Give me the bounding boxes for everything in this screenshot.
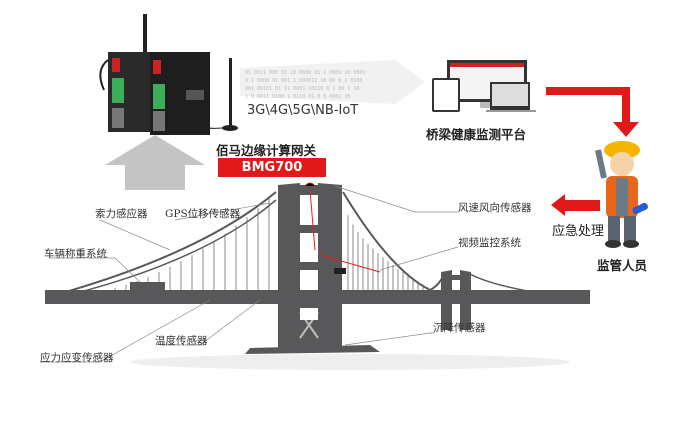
leader-lines: [40, 185, 459, 363]
svg-text:1 0 0011 0100 1 0110 01 0 0 00: 1 0 0011 0100 1 0110 01 0 0 0001 10: [245, 94, 350, 100]
camera-icon: [334, 268, 346, 274]
supervisor-person-icon: [595, 141, 648, 248]
label-strain-sensor: 应力应变传感器: [40, 352, 114, 364]
red-arrow-to-personnel: [546, 87, 639, 137]
antenna-icon: [205, 58, 238, 131]
label-settlement-sensor: 沉降传感器: [433, 322, 486, 334]
label-vehicle-weighing: 车辆称重系统: [44, 248, 107, 260]
platform-name: 桥梁健康监测平台: [426, 127, 527, 142]
label-temperature-sensor: 温度传感器: [155, 335, 208, 347]
personnel-label: 监管人员: [597, 258, 648, 273]
gateway-name: 佰马边缘计算网关: [216, 143, 317, 158]
network-label: 3G\4G\5G\NB-IoT: [247, 103, 359, 118]
gateway-model-badge: BMG700: [218, 158, 326, 177]
suspension-bridge: [45, 182, 591, 370]
label-wind-sensor: 风速风向传感器: [458, 202, 532, 214]
label-gps-sensor: GPS位移传感器: [165, 208, 241, 220]
label-cable-force-sensor: 索力感应器: [95, 208, 148, 220]
label-video-system: 视频监控系统: [458, 237, 521, 249]
gray-up-arrow: [105, 135, 205, 190]
emergency-action-label: 应急处理: [552, 224, 605, 239]
platform-monitors-image: [432, 60, 536, 112]
svg-text:01 0011 000 01 10 0000 01 1 00: 01 0011 000 01 10 0000 01 1 0001 10 0001: [245, 70, 365, 76]
svg-text:0 1 0000 01 001 1 000011 10 00: 0 1 0000 01 001 1 000011 10 00 0 1 0100: [245, 78, 362, 84]
svg-text:001 00101 01 11 0001 10110 0 1: 001 00101 01 11 0001 10110 0 1 00 1 10: [245, 86, 359, 92]
gateway-device-image: [99, 14, 210, 135]
sensor-markers: [304, 182, 381, 273]
red-left-arrow: [551, 194, 600, 216]
data-stream-arrow: 01 0011 000 01 10 0000 01 1 0001 10 0001…: [240, 60, 425, 104]
